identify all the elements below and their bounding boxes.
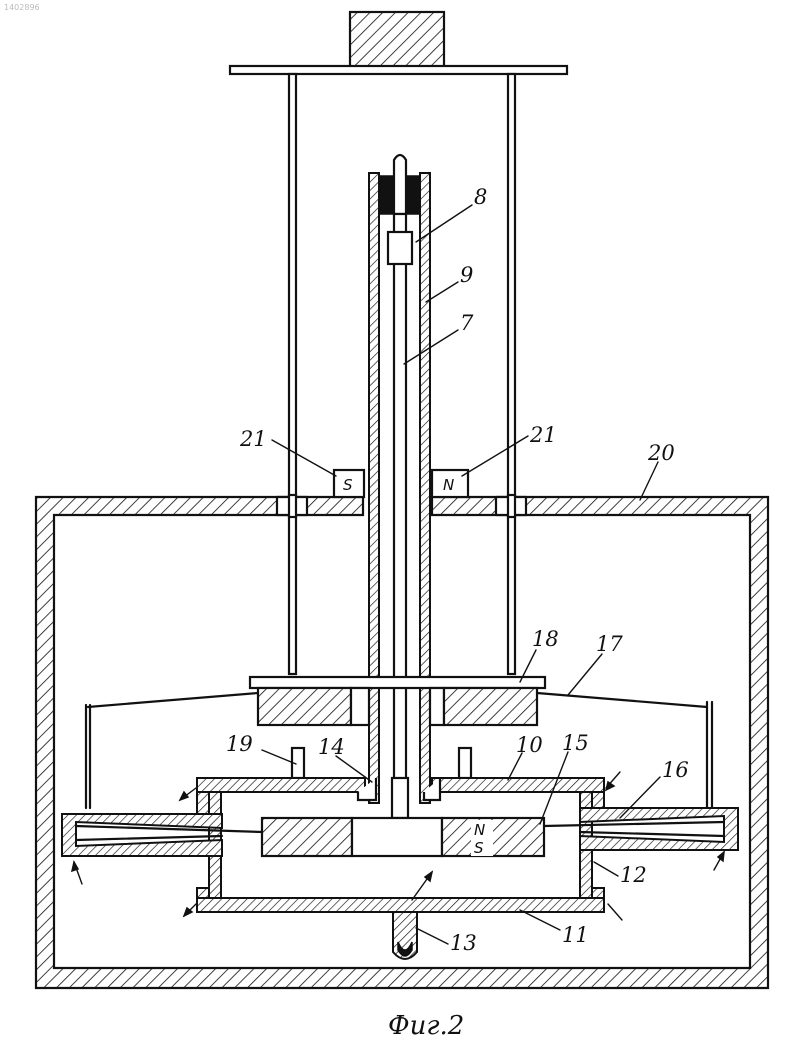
chamber-lid-right	[432, 778, 604, 792]
figure-caption: Фиг.2	[388, 1011, 464, 1041]
lower-chamber	[197, 778, 604, 959]
upper-plate	[250, 677, 545, 688]
label-8: 8	[474, 185, 487, 209]
spring-arm-left	[88, 693, 258, 707]
magnet-left: S	[334, 470, 364, 497]
label-7: 7	[460, 311, 474, 335]
top-plate	[230, 66, 567, 74]
rotor-hub	[352, 818, 442, 856]
shaft-tip	[394, 155, 406, 214]
magnet-left-pole: S	[343, 476, 353, 494]
magnet-right: N	[432, 470, 468, 497]
upper-disc-right	[444, 688, 537, 725]
shaft	[394, 214, 406, 779]
support-rod-left	[289, 74, 296, 674]
label-16: 16	[662, 758, 689, 782]
spring-arm-right	[537, 693, 707, 707]
chamber-bottom	[197, 898, 604, 912]
tube-wall-left	[369, 173, 379, 803]
support-rod-right	[508, 74, 515, 674]
nozzle-left	[62, 814, 262, 856]
label-12: 12	[620, 863, 647, 887]
label-21-left: 21	[239, 427, 267, 451]
label-9: 9	[460, 263, 473, 287]
chamber-lid-left	[197, 778, 365, 792]
document-number: 1402896	[4, 3, 40, 12]
label-21-right: 21	[529, 423, 557, 447]
top-knob	[350, 12, 444, 67]
tube-wall-right	[420, 173, 430, 803]
rotor-pole-south: S	[474, 839, 484, 857]
nozzle-right	[544, 808, 738, 850]
label-13: 13	[450, 931, 477, 955]
label-11: 11	[562, 923, 589, 947]
label-10: 10	[516, 733, 543, 757]
central-tube-assembly	[369, 155, 430, 803]
label-18: 18	[532, 627, 559, 651]
label-20: 20	[647, 441, 675, 465]
plug	[388, 232, 412, 264]
rotor-left	[262, 818, 352, 856]
label-14: 14	[318, 735, 345, 759]
label-17: 17	[596, 632, 623, 656]
rotor-pole-north: N	[474, 821, 485, 839]
label-15: 15	[562, 731, 589, 755]
label-19: 19	[226, 732, 253, 756]
magnet-right-pole: N	[443, 476, 454, 494]
rotor: N S	[262, 818, 544, 857]
pin-right	[459, 748, 471, 778]
upper-disc-left	[258, 688, 351, 725]
